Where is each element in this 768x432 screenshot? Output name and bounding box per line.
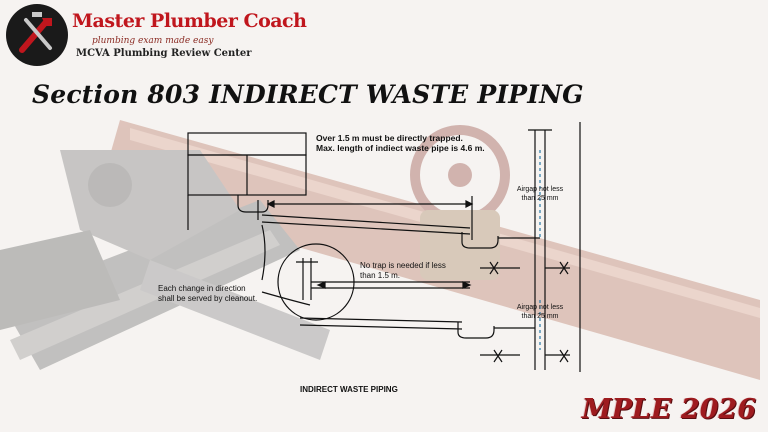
- airgap-label-top: Airgap not less than 25 mm: [510, 185, 570, 203]
- airgap-label-bottom: Airgap not less than 25 mm: [510, 303, 570, 321]
- note-max-length-line2: Max. length of indiect waste pipe is 4.6…: [316, 143, 485, 153]
- wrench-faucet-icon: [7, 5, 67, 65]
- slide-title: Section 803 INDIRECT WASTE PIPING: [32, 80, 584, 109]
- airgap-top-line1: Airgap not less: [516, 186, 564, 193]
- brand-tagline: plumbing exam made easy: [92, 36, 214, 46]
- figure-caption: INDIRECT WASTE PIPING: [300, 385, 398, 394]
- airgap-top-line2: than 25 mm: [521, 195, 559, 202]
- review-center-name: MCVA Plumbing Review Center: [76, 48, 252, 59]
- airgap-bottom-line1: Airgap not less: [516, 304, 564, 311]
- brand-title: Master Plumber Coach: [72, 10, 307, 32]
- counter-top: [187, 132, 307, 156]
- note-cleanout-line1: Each change in direction: [158, 284, 246, 293]
- note-no-trap-line2: than 1.5 m.: [360, 271, 401, 280]
- logo: [6, 4, 68, 66]
- note-cleanout-line2: shall be served by cleanout.: [158, 294, 258, 303]
- note-direct-trap-line1: Over 1.5 m must be directly trapped.: [316, 133, 463, 143]
- note-no-trap-line1: No trap is needed if less: [360, 261, 446, 270]
- airgap-bottom-line2: than 25 mm: [521, 313, 559, 320]
- exam-edition-badge: MPLE 2026: [581, 394, 756, 425]
